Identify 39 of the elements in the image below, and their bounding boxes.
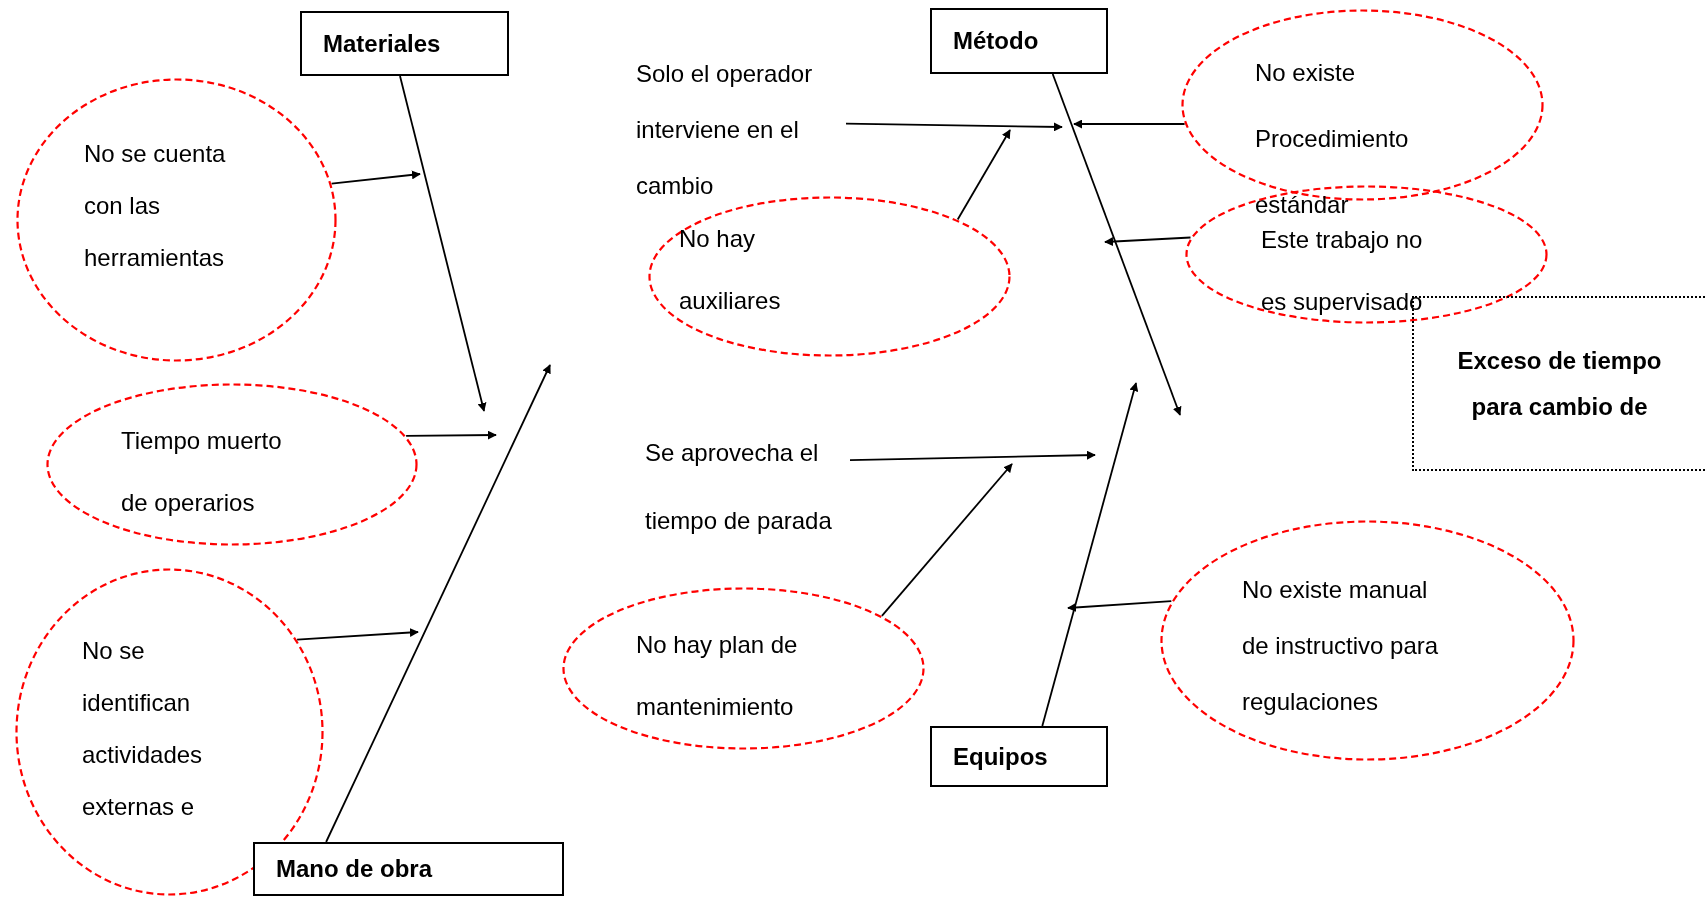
cause-ellipse (648, 196, 1011, 357)
category-label: Materiales (323, 29, 441, 58)
category-label: Equipos (953, 742, 1048, 771)
cause-ellipse (16, 78, 337, 362)
category-label: Mano de obra (276, 855, 432, 883)
cause-text: No existe Procedimiento estándar (1255, 58, 1410, 220)
arrow (1104, 236, 1192, 247)
arrow (325, 364, 551, 843)
arrow (1073, 119, 1186, 129)
category-box (253, 842, 564, 896)
category-label: Método (953, 27, 1039, 55)
arrow (399, 75, 487, 412)
cause-text: Se aprovecha el tiempo de parada (645, 438, 833, 536)
arrow (849, 450, 1096, 461)
category-box (300, 11, 509, 76)
arrow (1041, 382, 1139, 727)
arrow (1067, 600, 1173, 612)
cause-text: Solo el operador interviene en el cambio (636, 59, 814, 201)
arrow (881, 463, 1013, 617)
arrow (956, 129, 1011, 221)
cause-text: No se identifican actividades externas e (82, 636, 204, 822)
cause-ellipse (46, 383, 418, 546)
category-box (930, 8, 1108, 74)
cause-text: No hay plan de mantenimiento (636, 630, 799, 722)
cause-text: Este trabajo no es supervisado (1261, 225, 1424, 317)
effect-text: Exceso de tiempo para cambio de (1456, 345, 1663, 422)
arrow (330, 170, 421, 185)
cause-ellipse (562, 587, 925, 750)
cause-text: No se cuenta con las herramientas (84, 139, 227, 273)
arrow (296, 628, 419, 641)
cause-ellipse (1185, 185, 1548, 324)
cause-ellipse (1160, 520, 1575, 761)
arrow (405, 430, 497, 440)
cause-text: No existe manual de instructivo para regulaciones (1242, 575, 1440, 717)
cause-text: No hay auxiliares (679, 224, 782, 316)
arrow (1051, 73, 1182, 416)
cause-text: Tiempo muerto de operarios (121, 426, 283, 518)
category-box (930, 726, 1108, 787)
arrow (845, 122, 1063, 132)
